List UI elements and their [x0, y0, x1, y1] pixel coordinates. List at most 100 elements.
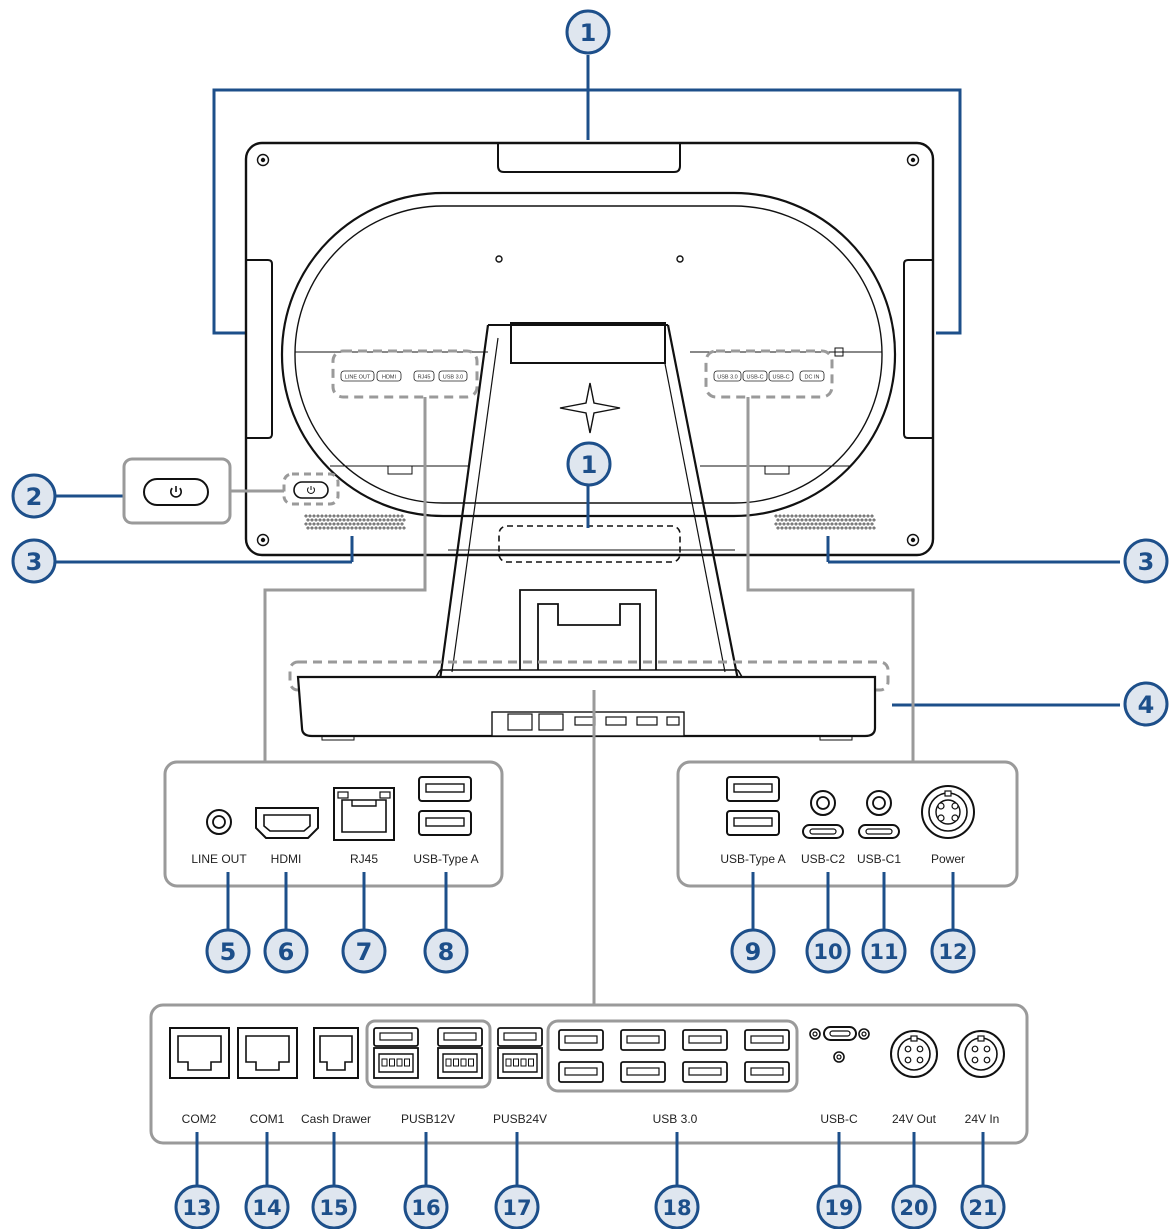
- svg-text:9: 9: [745, 938, 762, 966]
- callouts: 1 1 2 3 3 4 5 6 7 8 9 10 11 12 13 14 15 …: [11, 9, 1169, 1229]
- callout-3-right: 3: [1123, 538, 1169, 584]
- panel-label-rj45: RJ45: [418, 374, 431, 380]
- panel-label-usbc: USB-C: [772, 374, 789, 380]
- label-usb-c1: USB-C1: [857, 852, 901, 866]
- callout-18: 18: [654, 1184, 700, 1229]
- panel-label-dc-in: DC IN: [805, 374, 820, 380]
- stand-base: [296, 675, 877, 738]
- callout-21: 21: [960, 1184, 1006, 1229]
- callout-19: 19: [816, 1184, 862, 1229]
- left-ports-detail: LINE OUT HDMI RJ45 USB-Type A: [163, 760, 504, 888]
- speaker-grille-icon: [774, 514, 876, 530]
- callout-20: 20: [891, 1184, 937, 1229]
- svg-text:5: 5: [220, 938, 237, 966]
- top-handle: [497, 143, 681, 173]
- base-port-recess: [491, 711, 685, 737]
- left-port-panel-highlight: [331, 349, 479, 399]
- stand-cable-channel: [519, 589, 657, 670]
- left-grip: [246, 259, 273, 439]
- svg-text:15: 15: [319, 1196, 348, 1220]
- power-din-connector-icon: [890, 1030, 938, 1078]
- stand-neck: [438, 324, 740, 681]
- svg-text:13: 13: [182, 1196, 211, 1220]
- callout-1-mid: 1: [566, 441, 612, 487]
- callout-17: 17: [494, 1184, 540, 1229]
- callout-3-left: 3: [11, 538, 57, 584]
- cash-drawer-port-icon: [313, 1027, 359, 1079]
- svg-text:4: 4: [1138, 691, 1155, 719]
- usb-c-port-icon: [809, 1026, 870, 1063]
- svg-text:20: 20: [899, 1196, 928, 1220]
- label-24v-out: 24V Out: [892, 1112, 937, 1126]
- label-com1: COM1: [250, 1112, 285, 1126]
- pusb12v-group: [365, 1019, 492, 1089]
- svg-text:1: 1: [581, 451, 598, 479]
- usb-c-port-icon: [858, 790, 900, 839]
- label-usb30: USB 3.0: [653, 1112, 698, 1126]
- right-port-panel-labels: USB 3.0 USB-C USB-C DC IN: [713, 370, 825, 382]
- callout-13: 13: [174, 1184, 220, 1229]
- power-button-zoom: [122, 457, 284, 525]
- pusb12v-port-icon: [437, 1027, 483, 1079]
- logo-star: [559, 382, 621, 434]
- label-hdmi: HDMI: [271, 852, 302, 866]
- svg-text:11: 11: [869, 940, 898, 964]
- svg-text:2: 2: [26, 483, 43, 511]
- com1-port-icon: [237, 1027, 298, 1079]
- monitor-back: LINE OUT HDMI RJ45 USB 3.0 USB 3.0 USB-C…: [212, 55, 962, 741]
- panel-label-usbc: USB-C: [746, 374, 763, 380]
- hdmi-port-icon: [255, 807, 319, 839]
- callout-7: 7: [341, 928, 387, 974]
- callout-6: 6: [263, 928, 309, 974]
- speaker-grille-icon: [304, 514, 406, 530]
- label-24v-in: 24V In: [965, 1112, 1000, 1126]
- stand-hinge: [510, 322, 666, 364]
- callout-2: 2: [11, 473, 57, 519]
- svg-text:14: 14: [252, 1196, 281, 1220]
- label-cash-drawer: Cash Drawer: [301, 1112, 371, 1126]
- label-usb-c2: USB-C2: [801, 852, 845, 866]
- panel-label-line-out: LINE OUT: [345, 374, 371, 380]
- power-button-icon: [170, 486, 182, 498]
- panel-label-hdmi: HDMI: [382, 374, 397, 380]
- svg-text:6: 6: [278, 938, 295, 966]
- label-line-out: LINE OUT: [191, 852, 247, 866]
- pusb24v-port-icon: [497, 1027, 543, 1079]
- svg-text:16: 16: [411, 1196, 440, 1220]
- left-port-panel-labels: LINE OUT HDMI RJ45 USB 3.0: [340, 370, 468, 382]
- com2-port-icon: [169, 1027, 230, 1079]
- svg-text:10: 10: [813, 940, 842, 964]
- rj45-port-icon: [333, 787, 395, 841]
- label-usb-c: USB-C: [820, 1112, 858, 1126]
- svg-text:21: 21: [968, 1196, 997, 1220]
- svg-text:19: 19: [824, 1196, 853, 1220]
- svg-text:17: 17: [502, 1196, 531, 1220]
- right-port-panel-highlight: [704, 349, 834, 399]
- audio-jack-icon: [206, 809, 232, 835]
- number-leaders: [195, 872, 985, 1192]
- base-ports-highlight: [288, 660, 890, 692]
- svg-text:18: 18: [662, 1196, 691, 1220]
- callout-9: 9: [730, 928, 776, 974]
- callout-1-top: 1: [565, 9, 611, 55]
- power-button-highlight: [282, 472, 340, 506]
- label-pusb24v: PUSB24V: [493, 1112, 547, 1126]
- svg-text:3: 3: [1138, 548, 1155, 576]
- svg-text:12: 12: [938, 940, 967, 964]
- right-ports-detail: USB-Type A USB-C2 USB-C1 Power: [676, 760, 1019, 888]
- callout-12: 12: [930, 928, 976, 974]
- label-usb-type-a: USB-Type A: [413, 852, 478, 866]
- usb-c-port-icon: [802, 790, 844, 839]
- power-din-connector-icon: [957, 1030, 1005, 1078]
- panel-label-usb30: USB 3.0: [717, 374, 737, 380]
- callout-10: 10: [805, 928, 851, 974]
- label-pusb12v: PUSB12V: [401, 1112, 455, 1126]
- power-button-icon: [307, 486, 315, 494]
- callout-8: 8: [423, 928, 469, 974]
- label-rj45: RJ45: [350, 852, 378, 866]
- usb-a-port-icon: [726, 776, 780, 836]
- callout-5: 5: [205, 928, 251, 974]
- pusb12v-port-icon: [373, 1027, 419, 1079]
- gray-leaders: [263, 397, 915, 762]
